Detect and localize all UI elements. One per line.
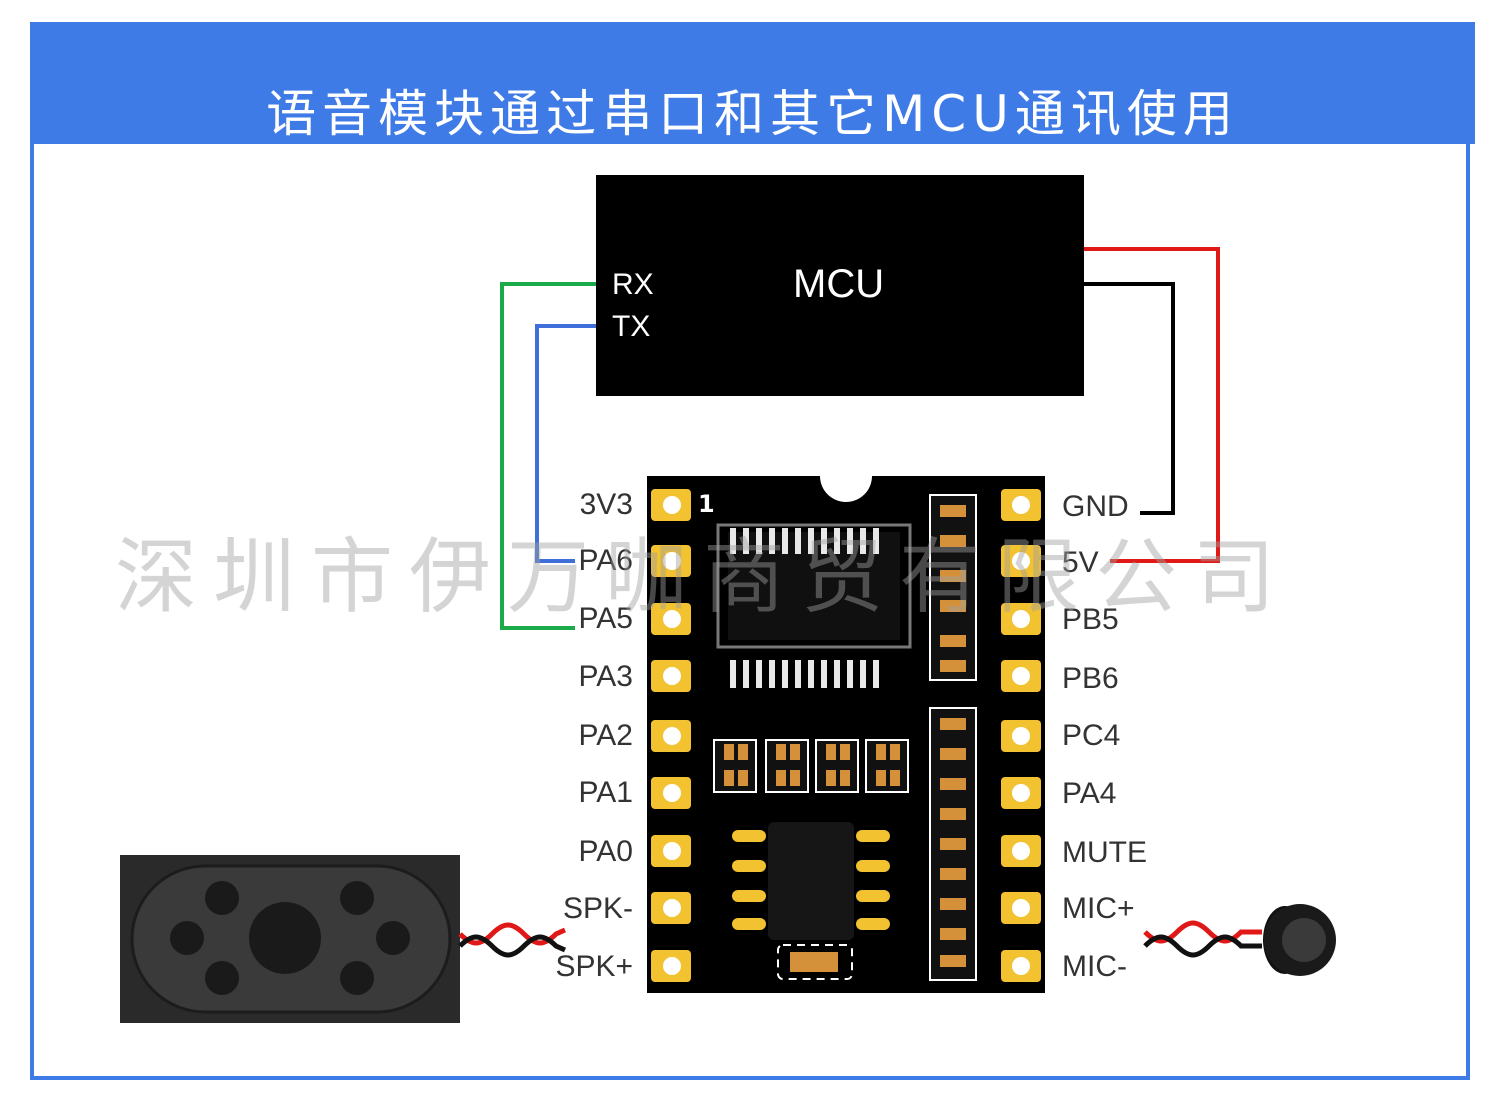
power-5v-wire	[1084, 247, 1220, 563]
pin-label-pa6: PA6	[578, 544, 633, 577]
pin-label-pa4: PA4	[1062, 777, 1117, 810]
pin-label-5v: 5V	[1062, 546, 1099, 579]
pin1-marker: 1	[698, 490, 715, 518]
speaker-wire-black	[458, 934, 567, 958]
tx-wire	[535, 324, 596, 563]
pin-label-spk-minus: SPK-	[562, 892, 633, 925]
mcu-label: MCU	[793, 262, 885, 306]
title-banner: 语音模块通过串口和其它MCU通讯使用	[30, 22, 1475, 144]
pin-label-mute: MUTE	[1062, 836, 1147, 869]
page-title: 语音模块通过串口和其它MCU通讯使用	[266, 85, 1239, 143]
microphone-icon	[1263, 904, 1336, 976]
speaker-icon	[120, 855, 460, 1023]
pin-label-pb6: PB6	[1062, 662, 1119, 695]
voice-module-board	[647, 476, 1045, 993]
pin-label-pc4: PC4	[1062, 719, 1121, 752]
mcu-block	[596, 175, 1084, 396]
pin-label-pa5: PA5	[578, 602, 633, 635]
pin-label-pa1: PA1	[578, 776, 633, 809]
pin-label-mic-plus: MIC+	[1062, 892, 1135, 925]
mcu-rx-label: RX	[612, 268, 654, 301]
mcu-tx-label: TX	[612, 310, 651, 343]
rx-wire	[500, 282, 596, 630]
pin-label-pb5: PB5	[1062, 603, 1119, 636]
pin-label-pa0: PA0	[578, 835, 633, 868]
ground-wire	[1084, 282, 1175, 515]
pin-label-pa2: PA2	[578, 719, 633, 752]
pin-label-mic-minus: MIC-	[1062, 950, 1127, 983]
pin-label-pa3: PA3	[578, 660, 633, 693]
mic-wire-red	[1143, 920, 1262, 944]
speaker-wire-red	[458, 922, 567, 946]
pin-label-3v3: 3V3	[579, 488, 633, 521]
mic-wire-black	[1143, 934, 1262, 958]
watermark: 深圳市伊万咖商贸有限公司	[115, 530, 1292, 625]
pin-label-spk-plus: SPK+	[555, 950, 633, 983]
pin-label-gnd: GND	[1062, 490, 1129, 523]
